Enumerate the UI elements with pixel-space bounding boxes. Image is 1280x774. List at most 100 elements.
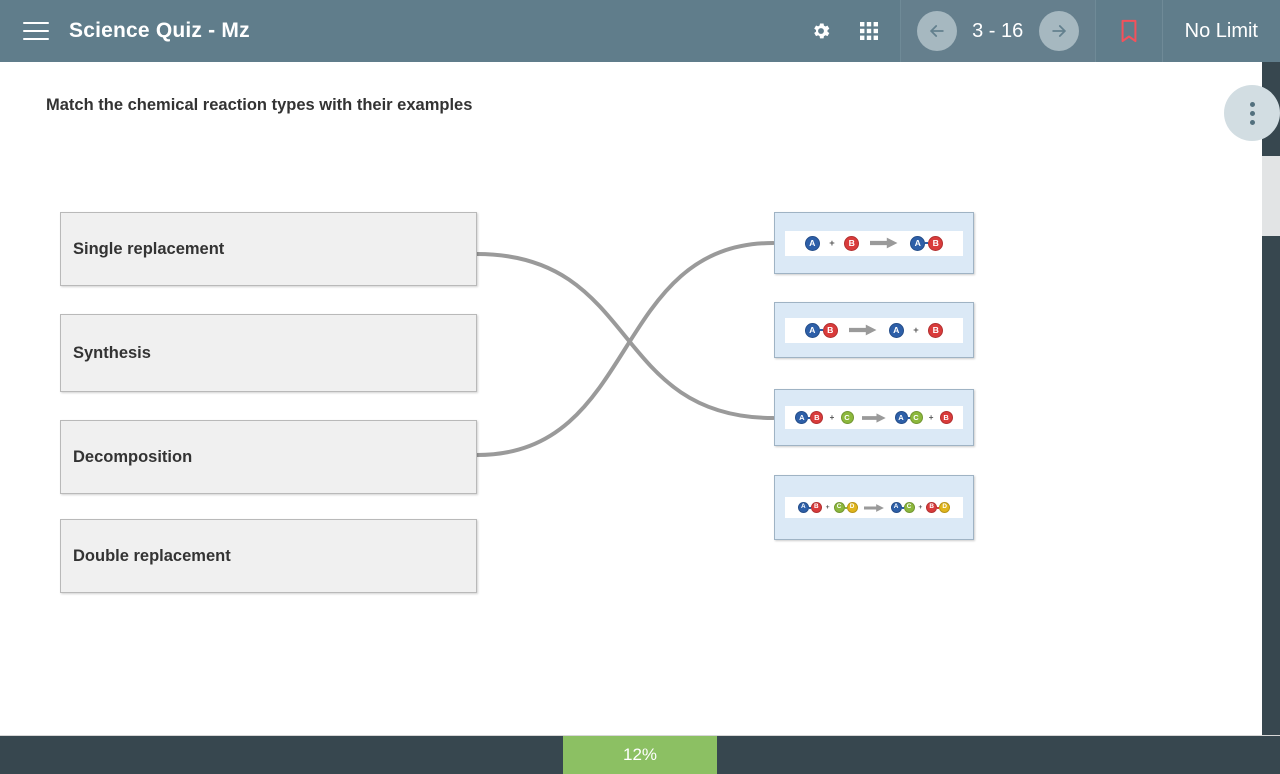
molecule: C — [840, 411, 854, 424]
previous-page-button[interactable] — [916, 11, 957, 51]
footer-divider — [0, 735, 1280, 736]
header-divider-1 — [899, 0, 901, 62]
atom-b: B — [928, 235, 944, 251]
gear-icon[interactable] — [806, 16, 836, 46]
atom-a: A — [804, 235, 820, 251]
plus-sign: + — [913, 325, 919, 335]
page-scrollbar-thumb[interactable] — [1262, 156, 1280, 236]
atom-a: A — [888, 322, 904, 338]
prompt-item[interactable]: Decomposition — [60, 420, 477, 494]
reaction-arrow-icon — [861, 412, 887, 424]
question-text: Match the chemical reaction types with t… — [46, 96, 473, 114]
hamburger-menu-icon[interactable] — [23, 22, 49, 40]
chemical-bond — [808, 416, 811, 419]
time-limit-display: No Limit — [1163, 0, 1280, 62]
atom-b: B — [928, 322, 944, 338]
prompt-item-label: Decomposition — [73, 447, 193, 466]
chemical-bond — [907, 416, 910, 419]
plus-sign: + — [928, 413, 934, 422]
page-nav-group: 3 - 16 — [900, 0, 1095, 62]
chemical-bond — [925, 242, 929, 244]
plus-sign: + — [918, 504, 923, 511]
atom-c: C — [903, 502, 915, 513]
plus-sign: + — [829, 413, 835, 422]
atom-a: A — [795, 411, 809, 424]
grid-apps-icon[interactable] — [854, 16, 884, 46]
atom-a: A — [890, 502, 902, 513]
atom-b: B — [810, 502, 822, 513]
atom-c: C — [840, 411, 854, 424]
atom-a: A — [797, 502, 809, 513]
atom-d: D — [846, 502, 858, 513]
prompt-item[interactable]: Double replacement — [60, 519, 477, 593]
chemical-bond — [937, 506, 940, 509]
time-limit-label: No Limit — [1184, 19, 1258, 42]
equation-side: A + B — [804, 235, 860, 251]
atom-c: C — [833, 502, 845, 513]
prompt-item[interactable]: Single replacement — [60, 212, 477, 286]
chemical-bond — [844, 506, 847, 509]
prompt-item-label: Synthesis — [73, 343, 151, 362]
prompt-item[interactable]: Synthesis — [60, 314, 477, 392]
atom-b: B — [844, 235, 860, 251]
header-divider-2 — [1094, 0, 1096, 62]
plus-sign: + — [825, 504, 830, 511]
molecule: B — [844, 235, 860, 251]
reaction-arrow-icon — [863, 503, 885, 513]
chemical-bond — [808, 506, 811, 509]
more-options-button[interactable] — [1224, 85, 1280, 141]
molecule: A — [804, 235, 820, 251]
progress-percent-label: 12% — [622, 745, 658, 764]
atom-a: A — [804, 322, 820, 338]
page-scrollbar[interactable] — [1262, 62, 1280, 736]
plus-sign: + — [829, 238, 835, 248]
progress-fill: 12% — [563, 736, 717, 774]
atom-c: C — [909, 411, 923, 424]
footer-progress-bar: 12% — [0, 735, 1280, 774]
bookmark-button[interactable] — [1096, 0, 1162, 62]
header-divider-3 — [1161, 0, 1163, 62]
connector-line[interactable] — [475, 241, 775, 457]
connector-lines — [475, 241, 775, 457]
atom-d: D — [939, 502, 951, 513]
connector-line[interactable] — [475, 252, 775, 420]
prompt-item-label: Single replacement — [73, 239, 225, 258]
molecule: B — [939, 411, 953, 424]
quiz-content-area: Match the chemical reaction types with t… — [0, 62, 1262, 736]
atom-b: B — [822, 322, 838, 338]
header-icon-group — [806, 16, 900, 46]
prompt-item-label: Double replacement — [73, 546, 231, 565]
next-page-button[interactable] — [1038, 11, 1079, 51]
atom-b: B — [926, 502, 938, 513]
chemical-bond — [819, 329, 823, 331]
equation-side: A + B — [888, 322, 944, 338]
atom-b: B — [810, 411, 824, 424]
app-header: Science Quiz - Mz — [0, 0, 1280, 62]
chemical-bond — [901, 506, 904, 509]
atom-b: B — [939, 411, 953, 424]
